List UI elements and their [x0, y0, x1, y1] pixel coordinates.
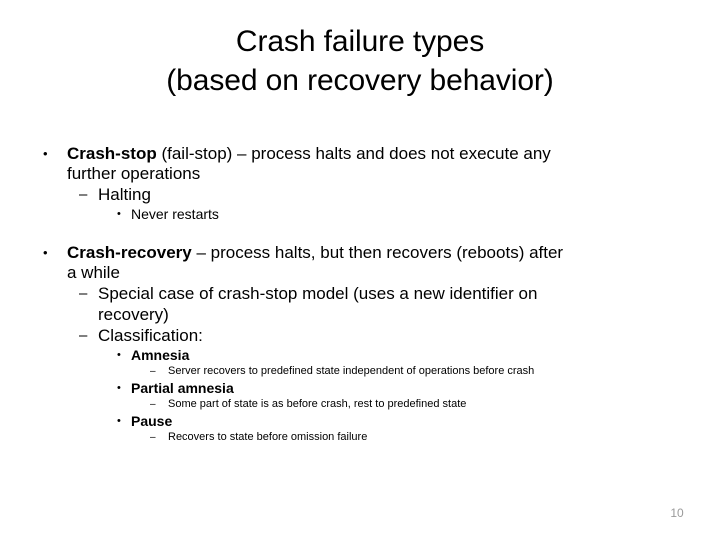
bullet-partial-amnesia-detail-text: Some part of state is as before crash, r… — [168, 398, 467, 410]
page-number: 10 — [670, 506, 684, 520]
bullet-halting-label: Halting — [98, 185, 151, 204]
bullet-crash-stop-line1: Crash-stop (fail-stop) – process halts a… — [67, 144, 720, 164]
bullet-crash-stop: • Crash-stop (fail-stop) – process halts… — [0, 144, 720, 184]
dash-marker-icon: – — [150, 399, 156, 410]
bullet-special-case-line2: recovery) — [98, 305, 169, 324]
crash-stop-desc: (fail-stop) – process halts and does not… — [156, 144, 551, 163]
section-crash-stop: • Crash-stop (fail-stop) – process halts… — [0, 144, 720, 223]
bullet-special-case: – Special case of crash-stop model (uses… — [0, 283, 720, 325]
bullet-crash-recovery-line2: a while — [67, 263, 120, 282]
section-spacer — [0, 223, 720, 243]
dash-marker-icon: – — [79, 285, 88, 302]
section-crash-recovery: • Crash-recovery – process halts, but th… — [0, 243, 720, 445]
bullet-never-restarts: • Never restarts — [0, 205, 720, 223]
title-line-1: Crash failure types — [235, 25, 485, 58]
title-line-2: (based on recovery behavior) — [166, 64, 554, 97]
bullet-crash-recovery-line1: Crash-recovery – process halts, but then… — [67, 243, 720, 263]
bullet-classification: – Classification: — [0, 325, 720, 346]
bullet-amnesia-detail: – Server recovers to predefined state in… — [0, 364, 720, 379]
bullet-partial-amnesia: • Partial amnesia — [0, 379, 720, 397]
bullet-classification-label: Classification: — [98, 326, 203, 345]
crash-recovery-desc: – process halts, but then recovers (rebo… — [191, 243, 564, 262]
bullet-marker-icon: • — [117, 382, 121, 394]
bullet-marker-icon: • — [117, 349, 121, 361]
bullet-pause-detail: – Recovers to state before omission fail… — [0, 430, 720, 445]
bullet-crash-recovery: • Crash-recovery – process halts, but th… — [0, 243, 720, 283]
bullet-pause-detail-text: Recovers to state before omission failur… — [168, 431, 368, 443]
dash-marker-icon: – — [79, 327, 88, 344]
bullet-amnesia-label: Amnesia — [131, 347, 190, 363]
bullet-amnesia-detail-text: Server recovers to predefined state inde… — [168, 365, 535, 377]
bullet-marker-icon: • — [43, 146, 48, 161]
bullet-pause-label: Pause — [131, 413, 173, 429]
bullet-partial-amnesia-detail: – Some part of state is as before crash,… — [0, 397, 720, 412]
bullet-marker-icon: • — [43, 245, 48, 260]
bullet-marker-icon: • — [117, 415, 121, 427]
bullet-never-restarts-label: Never restarts — [131, 206, 219, 222]
bullet-marker-icon: • — [117, 208, 121, 220]
dash-marker-icon: – — [150, 366, 156, 377]
dash-marker-icon: – — [150, 432, 156, 443]
bullet-pause: • Pause — [0, 412, 720, 430]
crash-recovery-term: Crash-recovery — [67, 243, 192, 262]
slide-title: Crash failure types (based on recovery b… — [0, 22, 720, 100]
bullet-special-case-line1: Special case of crash-stop model (uses a… — [98, 284, 538, 303]
bullet-crash-stop-line2: further operations — [67, 164, 201, 183]
crash-stop-term: Crash-stop — [67, 144, 157, 163]
dash-marker-icon: – — [79, 186, 88, 203]
slide-body: • Crash-stop (fail-stop) – process halts… — [0, 144, 720, 445]
bullet-halting: – Halting — [0, 184, 720, 205]
bullet-amnesia: • Amnesia — [0, 346, 720, 364]
bullet-partial-amnesia-label: Partial amnesia — [131, 380, 234, 396]
